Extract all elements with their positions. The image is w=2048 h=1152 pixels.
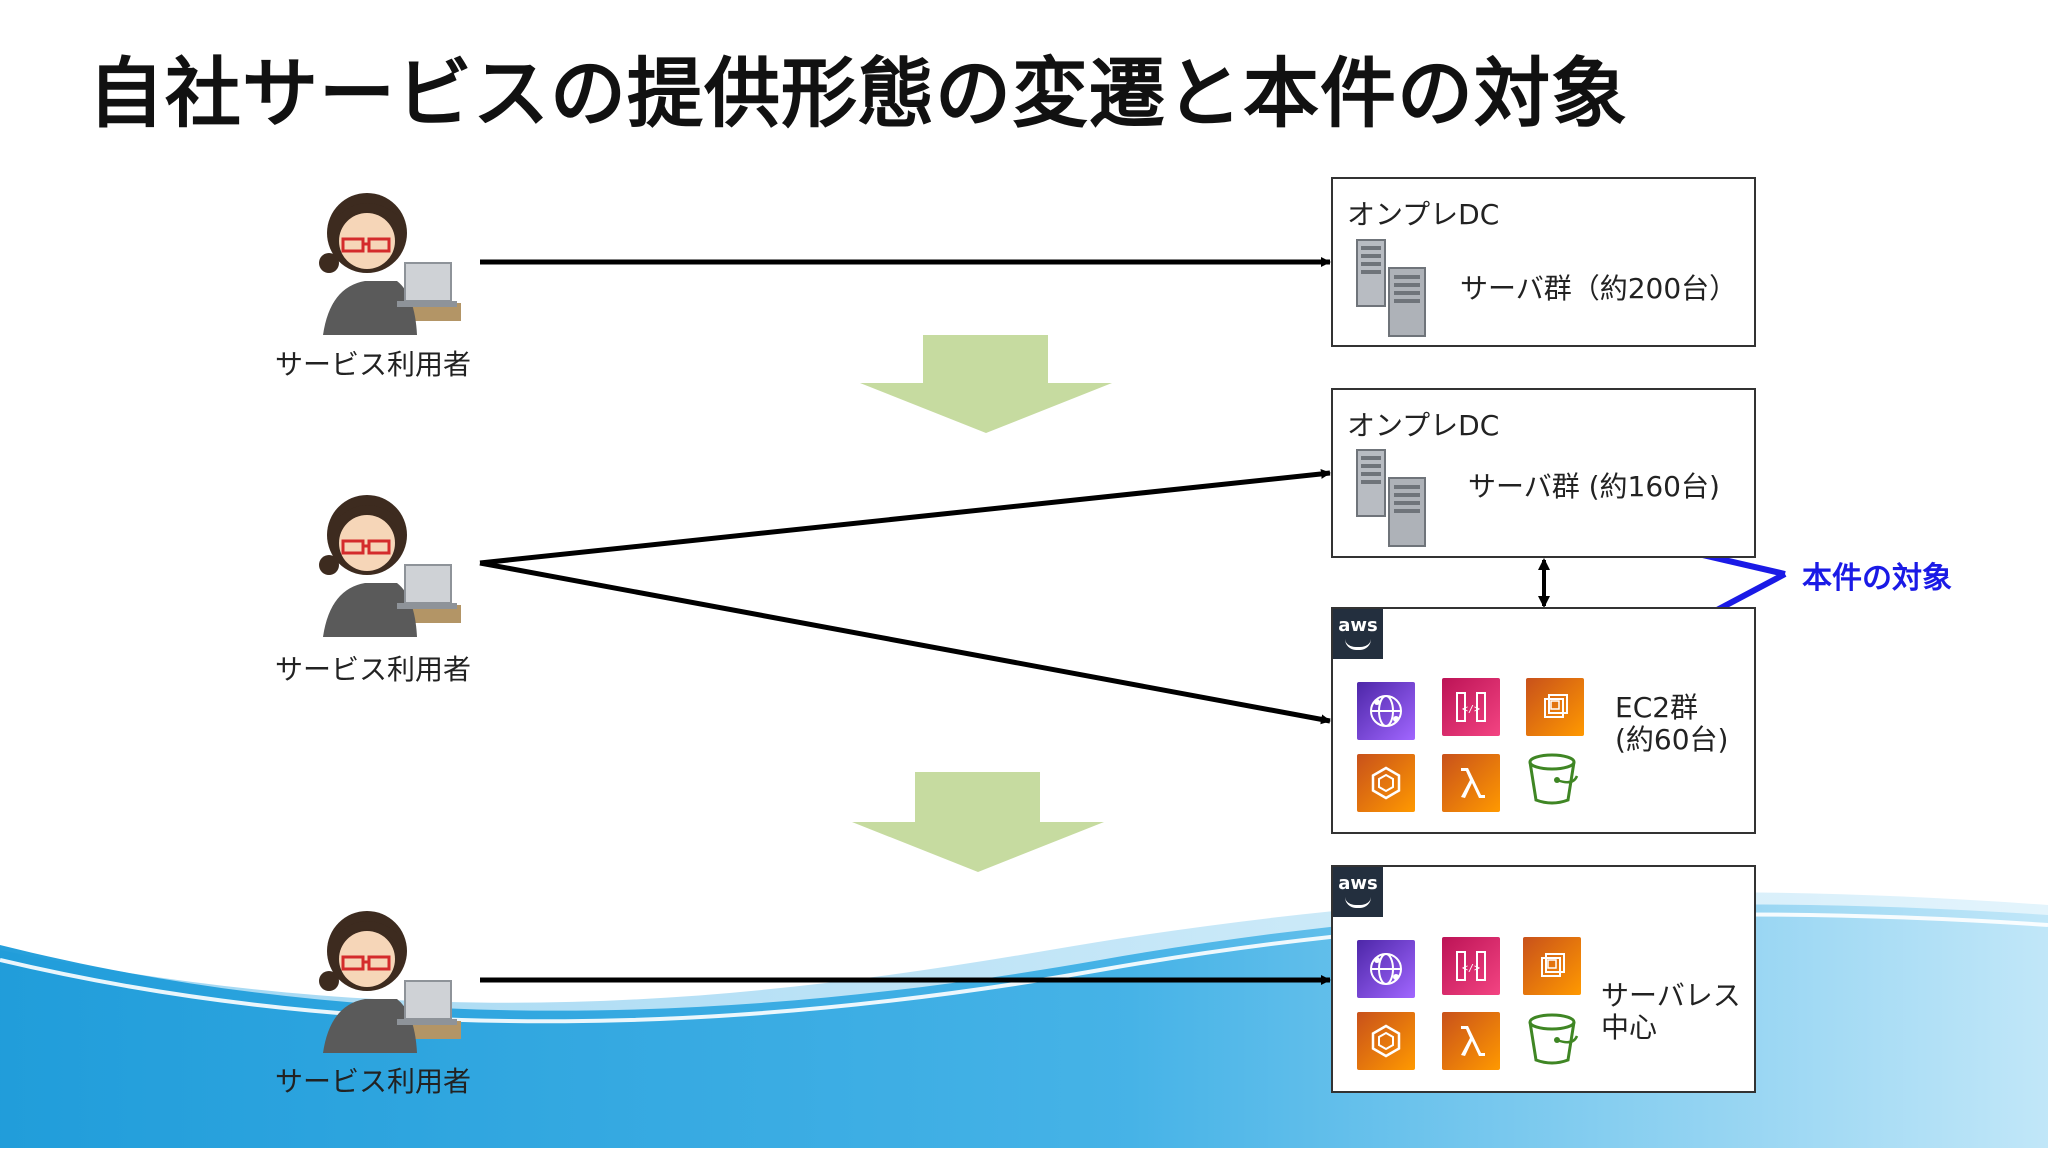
service-user-1	[305, 185, 475, 335]
cloudfront-icon	[1357, 940, 1415, 998]
aws-logo: aws	[1333, 609, 1383, 659]
transition-arrow-2	[852, 772, 1104, 872]
serverless-label-1: サーバレス	[1601, 979, 1741, 1012]
onprem-dc-title-2: オンプレDC	[1347, 409, 1500, 442]
lambda-icon	[1442, 754, 1500, 812]
server-rack-icon	[1356, 449, 1426, 547]
target-label: 本件の対象	[1802, 561, 1952, 596]
arrow-user2-to-aws	[479, 560, 1331, 725]
page-title: 自社サービスの提供形態の変遷と本件の対象	[88, 49, 1628, 138]
serverless-label-2: 中心	[1601, 1011, 1658, 1044]
ec2-group-label-1: EC2群	[1615, 691, 1699, 724]
service-user-2-label: サービス利用者	[275, 653, 472, 686]
ecs-icon	[1357, 1012, 1415, 1070]
ec2-group-label-2: (約60台)	[1615, 723, 1729, 756]
service-user-3	[305, 903, 475, 1053]
lambda-icon	[1442, 1012, 1500, 1070]
aws-logo: aws	[1333, 867, 1383, 917]
service-user-1-label: サービス利用者	[275, 348, 472, 381]
svg-text:</>: </>	[1462, 704, 1480, 715]
ec2-icon	[1526, 678, 1584, 736]
ecs-icon	[1357, 754, 1415, 812]
api-gateway-icon: </>	[1442, 678, 1500, 736]
transition-arrow-1	[860, 335, 1112, 433]
arrow-user2-to-onprem	[479, 468, 1331, 566]
s3-bucket-icon	[1528, 1013, 1579, 1065]
cloudfront-icon	[1357, 682, 1415, 740]
onprem-dc-title-1: オンプレDC	[1347, 198, 1500, 231]
service-user-3-label: サービス利用者	[275, 1065, 472, 1098]
server-rack-icon	[1356, 239, 1426, 337]
ec2-icon	[1523, 937, 1581, 995]
svg-text:</>: </>	[1462, 963, 1480, 974]
s3-bucket-icon	[1528, 753, 1579, 805]
servers-label-2: サーバ群 (約160台)	[1468, 470, 1720, 503]
servers-label-1: サーバ群（約200台）	[1460, 272, 1738, 305]
api-gateway-icon: </>	[1442, 937, 1500, 995]
service-user-2	[305, 487, 475, 637]
